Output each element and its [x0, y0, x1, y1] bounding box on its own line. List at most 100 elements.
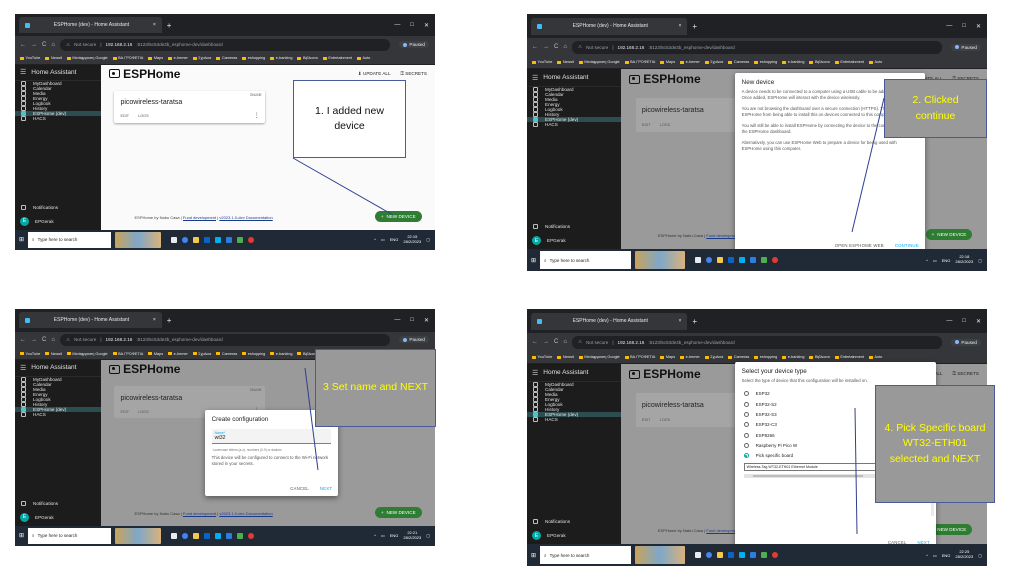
bookmark-item[interactable]: e-hemer [168, 56, 188, 60]
file-explorer-icon[interactable] [717, 257, 724, 264]
language-indicator[interactable]: ENG [389, 237, 399, 243]
bookmark-item[interactable]: Entertainment [322, 56, 352, 60]
outlook-icon[interactable] [728, 552, 735, 559]
chrome-icon[interactable] [706, 257, 713, 264]
windows-start-icon[interactable]: ⊞ [531, 257, 537, 264]
browser-tab[interactable]: ESPHome (dev) - Home Assistant × [19, 17, 162, 34]
task-view-icon[interactable] [170, 532, 177, 539]
bookmark-item[interactable]: Νεwsit [557, 355, 574, 359]
reload-icon[interactable]: C [554, 44, 559, 51]
home-icon[interactable]: ⌂ [563, 339, 567, 346]
secrets-button[interactable]: ⚿ SECRETS [400, 70, 427, 76]
cancel-button[interactable]: CANCEL [290, 485, 309, 491]
profile-paused-button[interactable]: Paused [399, 41, 429, 49]
bookmark-item[interactable]: ΒΑ.ΓΡΟΦΕΤΙΑ [624, 60, 655, 64]
bookmark-item[interactable]: Βιβλιοσο [809, 60, 830, 64]
sidebar-item-notifications[interactable]: Notifications [15, 498, 101, 509]
close-window-button[interactable]: ✕ [975, 318, 981, 325]
menu-icon[interactable]: ☰ [532, 74, 539, 82]
bookmark-item[interactable]: eshopping [754, 355, 777, 359]
network-icon[interactable]: ▭ [932, 552, 937, 558]
reload-icon[interactable]: C [42, 41, 47, 48]
windows-start-icon[interactable]: ⊞ [19, 533, 25, 540]
sidebar-item-media[interactable]: Media [527, 392, 621, 398]
app-red-icon[interactable] [772, 552, 779, 559]
clock[interactable]: 22:25 28/2/2023 [955, 550, 973, 559]
notification-center-icon[interactable]: ▢ [426, 533, 430, 539]
bookmark-item[interactable]: Maps [660, 355, 675, 359]
language-indicator[interactable]: ENG [389, 533, 399, 539]
url-field[interactable]: ⚠ Not secure | 192.168.2.16:8123/5c53de3… [571, 40, 943, 54]
browser-tab[interactable]: ESPHome (dev) - Home Assistant × [19, 312, 162, 329]
bookmark-item[interactable]: Cameras [216, 352, 237, 356]
radio-button[interactable] [743, 411, 749, 417]
edit-button[interactable]: EDIT [120, 409, 130, 414]
logs-button[interactable]: LOGS [659, 418, 671, 423]
tray-chevron-icon[interactable]: ^ [926, 257, 928, 263]
sidebar-item-mydashboard[interactable]: MyDashboard [15, 376, 101, 382]
app-red-icon[interactable] [772, 257, 779, 264]
menu-icon[interactable]: ☰ [20, 69, 27, 77]
bookmark-item[interactable]: Auto [868, 355, 882, 359]
new-tab-button[interactable]: + [166, 20, 172, 30]
sidebar-item-energy[interactable]: Energy [15, 391, 101, 397]
sidebar-item-history[interactable]: History [527, 407, 621, 413]
minimize-button[interactable]: — [394, 21, 401, 28]
tab-close-icon[interactable]: × [152, 317, 156, 324]
bookmark-item[interactable]: Νεwsit [45, 352, 62, 356]
sidebar-item-esphome-dev[interactable]: ESPHome (dev) [15, 406, 102, 412]
sidebar-item-hacs[interactable]: HACS [15, 411, 101, 417]
new-tab-button[interactable]: + [692, 316, 698, 326]
bookmark-item[interactable]: eshopping [242, 352, 265, 356]
file-explorer-icon[interactable] [717, 552, 724, 559]
bookmark-item[interactable]: Σχολικα [704, 60, 723, 64]
bookmark-item[interactable]: Νεwsit [557, 60, 574, 64]
bookmark-item[interactable]: Σχολικα [704, 355, 723, 359]
bookmark-item[interactable]: ΒΑ.ΓΡΟΦΕΤΙΑ [112, 56, 143, 60]
bookmark-item[interactable]: e-hemer [168, 352, 188, 356]
forward-icon[interactable]: → [543, 339, 549, 346]
outlook-icon[interactable] [203, 236, 210, 243]
chrome-icon[interactable] [181, 236, 188, 243]
notification-center-icon[interactable]: ▢ [978, 552, 982, 558]
sidebar-item-history[interactable]: History [15, 401, 101, 407]
close-window-button[interactable]: ✕ [975, 23, 981, 30]
tab-close-icon[interactable]: × [678, 23, 682, 30]
taskbar-search[interactable]: ⌕ Type here to search [28, 527, 112, 544]
edit-button[interactable]: EDIT [641, 123, 651, 128]
bookmark-item[interactable]: Entertainment [834, 355, 864, 359]
sidebar-item-logbook[interactable]: Logbook [527, 402, 621, 408]
language-indicator[interactable]: ENG [941, 257, 951, 263]
maximize-button[interactable]: □ [410, 21, 414, 28]
sidebar-item-energy[interactable]: Energy [527, 397, 621, 403]
tray-chevron-icon[interactable]: ^ [374, 533, 376, 539]
bookmark-item[interactable]: YouTube [20, 56, 40, 60]
tab-close-icon[interactable]: × [678, 318, 682, 325]
sidebar-item-mydashboard[interactable]: MyDashboard [15, 81, 101, 87]
app-icon[interactable] [761, 552, 768, 559]
sidebar-item-notifications[interactable]: Notifications [527, 221, 621, 232]
sidebar-item-esphome-dev[interactable]: ESPHome (dev) [527, 412, 622, 418]
notification-center-icon[interactable]: ▢ [978, 257, 982, 263]
radio-button[interactable] [743, 443, 749, 449]
bookmark-item[interactable]: Μετάφρραση Google [66, 56, 108, 60]
sidebar-item-energy[interactable]: Energy [15, 96, 101, 102]
back-icon[interactable]: ← [20, 41, 26, 48]
bookmark-item[interactable]: Νεwsit [45, 56, 62, 60]
windows-start-icon[interactable]: ⊞ [531, 552, 537, 559]
bookmark-item[interactable]: Maps [148, 352, 163, 356]
sidebar-item-calendar[interactable]: Calendar [15, 86, 101, 92]
device-type-option[interactable]: ESP32-S2 [735, 399, 936, 409]
clock[interactable]: 22:18 28/2/2023 [955, 255, 973, 264]
fund-development-link[interactable]: Fund development [706, 233, 740, 239]
bookmark-item[interactable]: Σχολικα [192, 56, 211, 60]
bookmark-item[interactable]: ΒΑ.ΓΡΟΦΕΤΙΑ [624, 355, 655, 359]
task-view-icon[interactable] [170, 236, 177, 243]
sidebar-item-energy[interactable]: Energy [527, 102, 621, 108]
logs-button[interactable]: LOGS [138, 114, 149, 119]
sidebar-item-notifications[interactable]: Notifications [15, 202, 101, 213]
sidebar-user[interactable]: E EPGerak [527, 527, 621, 544]
network-icon[interactable]: ▭ [932, 257, 937, 263]
bookmark-item[interactable]: Auto [356, 56, 370, 60]
back-icon[interactable]: ← [532, 339, 538, 346]
